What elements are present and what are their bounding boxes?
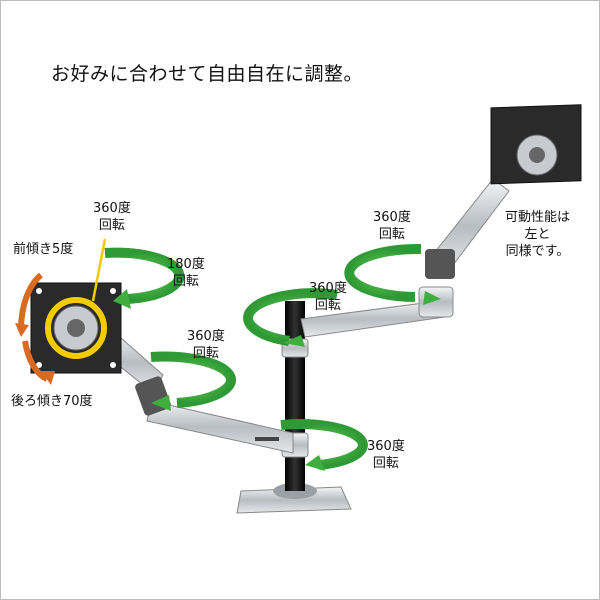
left-vesa-plate — [30, 282, 122, 374]
headline: お好みに合わせて自由自在に調整。 — [51, 63, 364, 85]
label-rot-360-right-arm: 360度 回転 — [373, 210, 411, 242]
label-rot-360-left-arm: 360度 回転 — [187, 329, 225, 361]
rotate-arrow-icon — [104, 247, 185, 309]
right-upper-arm — [425, 178, 510, 279]
label-rot-180: 180度 回転 — [167, 257, 205, 289]
tilt-arrow-icon — [15, 272, 43, 337]
label-rot-360-screen: 360度 回転 — [93, 201, 131, 233]
rotate-arrow-icon — [243, 288, 338, 347]
tilt-arrow-icon — [22, 340, 55, 385]
label-right-arm-note: 可動性能は 左と 同様です。 — [505, 210, 571, 259]
rotate-arrow-icon — [150, 351, 236, 411]
label-rot-360-pole-top: 360度 回転 — [309, 281, 347, 313]
rotate-arrow-icon — [45, 297, 107, 359]
label-tilt-back: 後ろ傾き70度 — [11, 394, 93, 409]
right-vesa-plate — [490, 104, 582, 185]
rotate-arrow-icon — [280, 419, 368, 471]
label-tilt-forward: 前傾き5度 — [13, 242, 74, 257]
pointer-line-icon — [91, 238, 107, 302]
rotate-arrow-icon — [344, 243, 441, 305]
label-rot-360-base: 360度 回転 — [367, 439, 405, 471]
